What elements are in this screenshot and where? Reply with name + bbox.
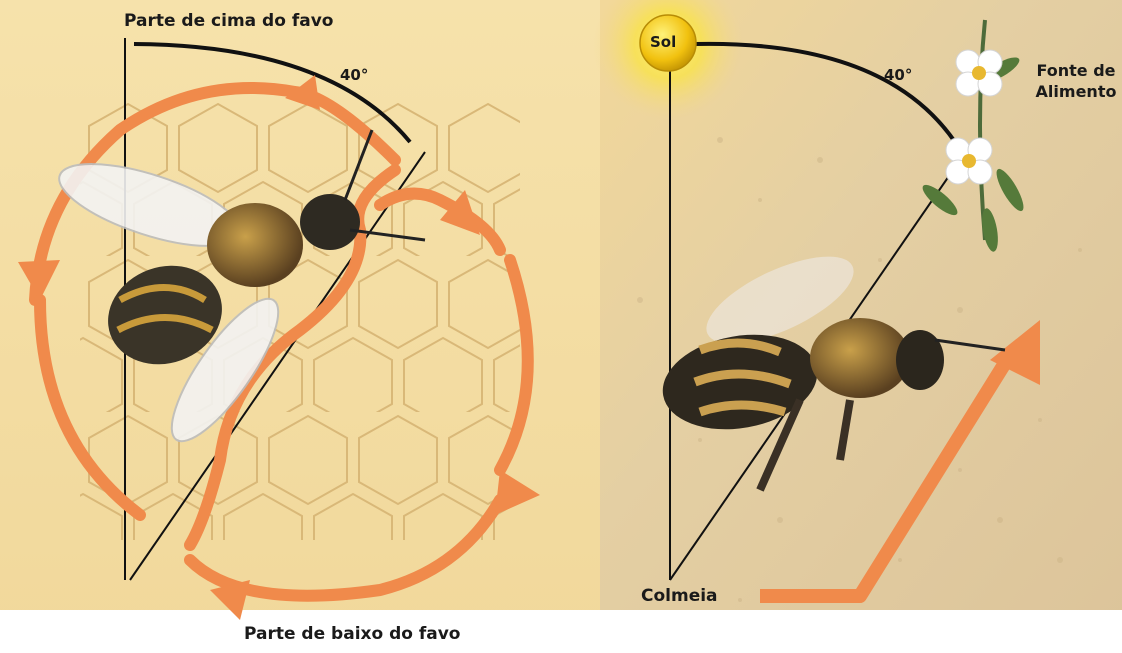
white-footer: [0, 610, 1122, 653]
sun-label: Sol: [650, 33, 676, 51]
top-of-comb-label: Parte de cima do favo: [124, 11, 333, 31]
right-angle-label: 40°: [884, 66, 912, 84]
bottom-of-comb-label: Parte de baixo do favo: [244, 624, 460, 644]
hive-label: Colmeia: [641, 586, 718, 606]
left-angle-label: 40°: [340, 66, 368, 84]
food-source-label: Fonte de Alimento: [1026, 60, 1122, 102]
